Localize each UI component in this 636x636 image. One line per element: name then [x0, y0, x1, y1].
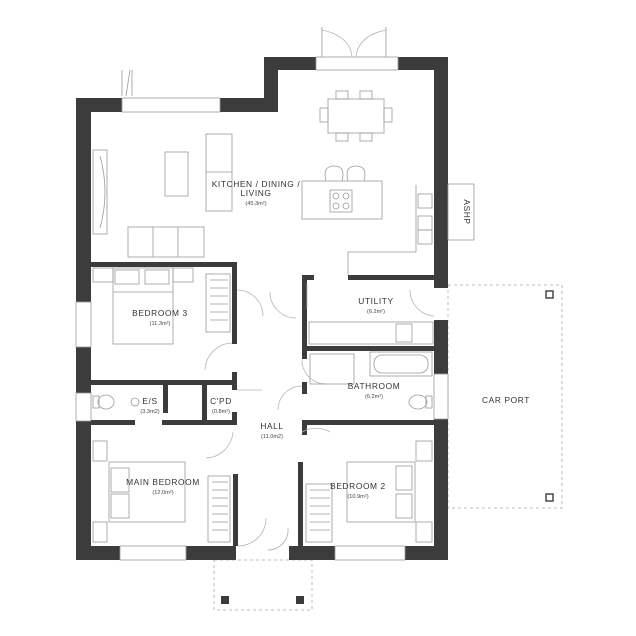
cupboard-area: (0.8m²) — [212, 409, 230, 415]
car-port-outline — [447, 284, 563, 509]
main-bedroom-area: (12.0m²) — [152, 490, 173, 496]
bathroom-furniture — [309, 351, 433, 410]
hall-label: HALL — [260, 421, 283, 431]
car-port-label: CAR PORT — [482, 395, 530, 405]
bedroom2-furniture — [305, 440, 433, 543]
ashp-unit — [447, 183, 475, 241]
ashp-label: ASHP — [462, 199, 472, 224]
cupboard-label: C'PD — [210, 396, 232, 406]
living-furniture — [92, 90, 433, 275]
ensuite-area: (3.3m2) — [140, 409, 159, 415]
utility-label: UTILITY — [358, 296, 393, 306]
bathroom-label: BATHROOM — [348, 381, 401, 391]
bathroom-area: (6.2m²) — [365, 394, 383, 400]
main-bedroom-label: MAIN BEDROOM — [126, 477, 200, 487]
bedroom2-label: BEDROOM 2 — [330, 481, 386, 491]
porch-outline — [213, 559, 313, 611]
room-labels: KITCHEN / DINING / LIVING (45.3m²) BEDRO… — [126, 179, 530, 500]
bedroom2-area: (10.9m²) — [347, 494, 368, 500]
door-swings — [204, 283, 435, 551]
ensuite-label: E/S — [142, 396, 157, 406]
hall-area: (11.0m2) — [261, 434, 283, 440]
windows — [75, 27, 449, 561]
bedroom3-furniture — [92, 267, 231, 345]
ensuite-furniture — [92, 394, 140, 410]
bedroom3-area: (11.3m²) — [150, 321, 171, 327]
internal-walls — [91, 262, 434, 546]
utility-furniture — [308, 321, 434, 345]
external-walls — [76, 57, 448, 560]
main-bedroom-furniture — [92, 440, 231, 543]
bedroom3-label: BEDROOM 3 — [132, 308, 188, 318]
kitchen-area: (45.3m²) — [245, 201, 266, 207]
kitchen-label-line1: KITCHEN / DINING / — [212, 179, 301, 189]
utility-area: (6.2m²) — [367, 309, 385, 315]
kitchen-label-line2: LIVING — [240, 188, 271, 198]
